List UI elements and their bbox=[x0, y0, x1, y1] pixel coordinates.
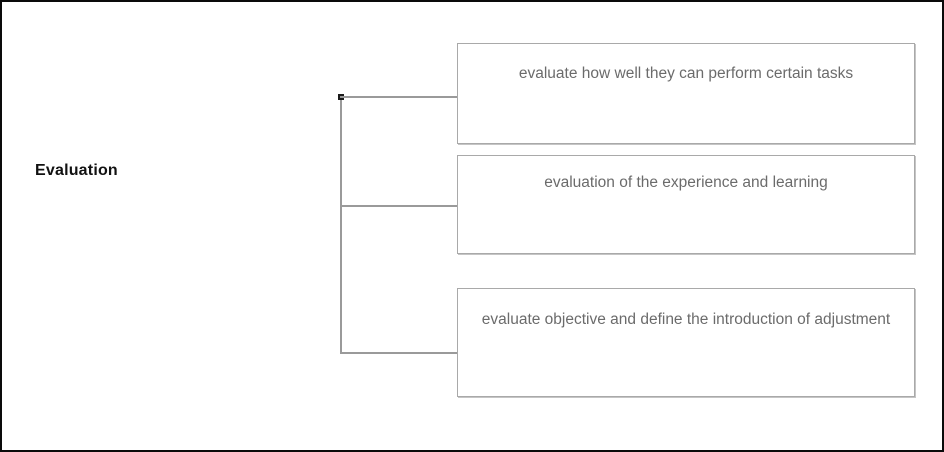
root-node-label: Evaluation bbox=[35, 162, 118, 179]
connector-branch-3 bbox=[340, 352, 458, 354]
node-box-1[interactable]: evaluate how well they can perform certa… bbox=[457, 43, 915, 144]
connector-branch-1 bbox=[340, 96, 458, 98]
node-box-1-text: evaluate how well they can perform certa… bbox=[518, 65, 854, 82]
connector-branch-2 bbox=[340, 205, 458, 207]
connector-trunk-line bbox=[340, 96, 342, 354]
node-box-2-text: evaluation of the experience and learnin… bbox=[544, 174, 828, 191]
node-box-3[interactable]: evaluate objective and define the introd… bbox=[457, 288, 915, 397]
node-box-3-text: evaluate objective and define the introd… bbox=[481, 311, 891, 328]
node-box-2[interactable]: evaluation of the experience and learnin… bbox=[457, 155, 915, 254]
